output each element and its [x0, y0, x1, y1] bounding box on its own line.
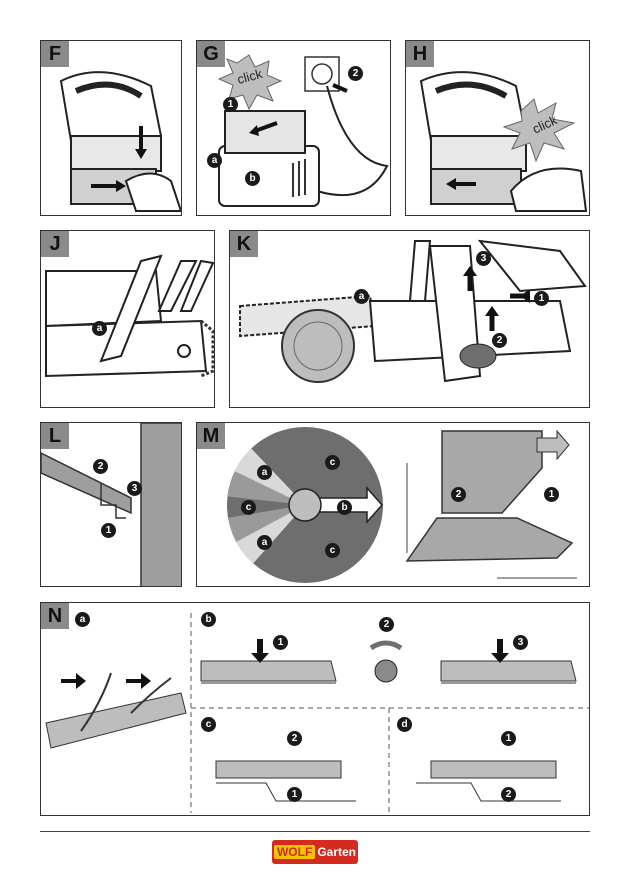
- footer-divider: [40, 831, 590, 832]
- marker-3: 3: [476, 251, 491, 266]
- marker-b1: 1: [273, 635, 288, 650]
- marker-1: 1: [544, 487, 559, 502]
- marker-2: 2: [348, 66, 363, 81]
- marker-a: a: [354, 289, 369, 304]
- marker-1: 1: [534, 291, 549, 306]
- marker-2: 2: [492, 333, 507, 348]
- marker-sub-d: d: [397, 717, 412, 732]
- marker-3: 3: [127, 481, 142, 496]
- marker-b2: 2: [379, 617, 394, 632]
- marker-c: c: [325, 455, 340, 470]
- panel-f: F: [40, 40, 182, 216]
- marker-sub-b: b: [201, 612, 216, 627]
- panel-l: L 2 3 1: [40, 422, 182, 587]
- panel-label-k: K: [230, 231, 258, 257]
- marker-a: a: [92, 321, 107, 336]
- battery-removal-illustration: [59, 71, 181, 212]
- panel-m: M a a b c c c 2 1: [196, 422, 590, 587]
- panel-k: K a 1 2 3: [229, 230, 590, 408]
- marker-c1: 1: [287, 787, 302, 802]
- marker-c2: 2: [287, 731, 302, 746]
- log-cutting-illustration: [45, 613, 589, 813]
- panel-label-n: N: [41, 603, 69, 629]
- marker-d2: 2: [501, 787, 516, 802]
- marker-b: b: [245, 171, 260, 186]
- wolf-garten-logo: WOLF Garten: [272, 840, 358, 864]
- panel-label-j: J: [41, 231, 69, 257]
- panel-h: H click: [405, 40, 590, 216]
- panel-n: N a b c d 1 2 3 2 1 1 2: [40, 602, 590, 816]
- marker-sub-a: a: [75, 612, 90, 627]
- panel-g: G click 1 2 a b: [196, 40, 391, 216]
- charger-illustration: [217, 54, 389, 207]
- sawing-grip-illustration: [239, 239, 587, 383]
- panel-label-g: G: [197, 41, 225, 67]
- marker-1: 1: [101, 523, 116, 538]
- branch-cut-illustration: [41, 423, 181, 586]
- marker-c: c: [241, 500, 256, 515]
- panel-label-l: L: [41, 423, 69, 449]
- marker-1: 1: [223, 97, 238, 112]
- marker-a: a: [257, 535, 272, 550]
- marker-2: 2: [451, 487, 466, 502]
- marker-d1: 1: [501, 731, 516, 746]
- marker-2: 2: [93, 459, 108, 474]
- battery-insert-illustration: [419, 71, 588, 212]
- panel-label-h: H: [406, 41, 434, 67]
- marker-sub-c: c: [201, 717, 216, 732]
- logo-wolf-text: WOLF: [273, 845, 316, 859]
- marker-b: b: [337, 500, 352, 515]
- tree-felling-illustration: [227, 427, 577, 583]
- panel-label-m: M: [197, 423, 225, 449]
- panel-label-f: F: [41, 41, 69, 67]
- marker-a: a: [257, 465, 272, 480]
- marker-c: c: [325, 543, 340, 558]
- chain-brake-illustration: [45, 254, 214, 378]
- panel-j: J a: [40, 230, 215, 408]
- marker-a: a: [207, 153, 222, 168]
- logo-garten-text: Garten: [317, 845, 356, 859]
- marker-b3: 3: [513, 635, 528, 650]
